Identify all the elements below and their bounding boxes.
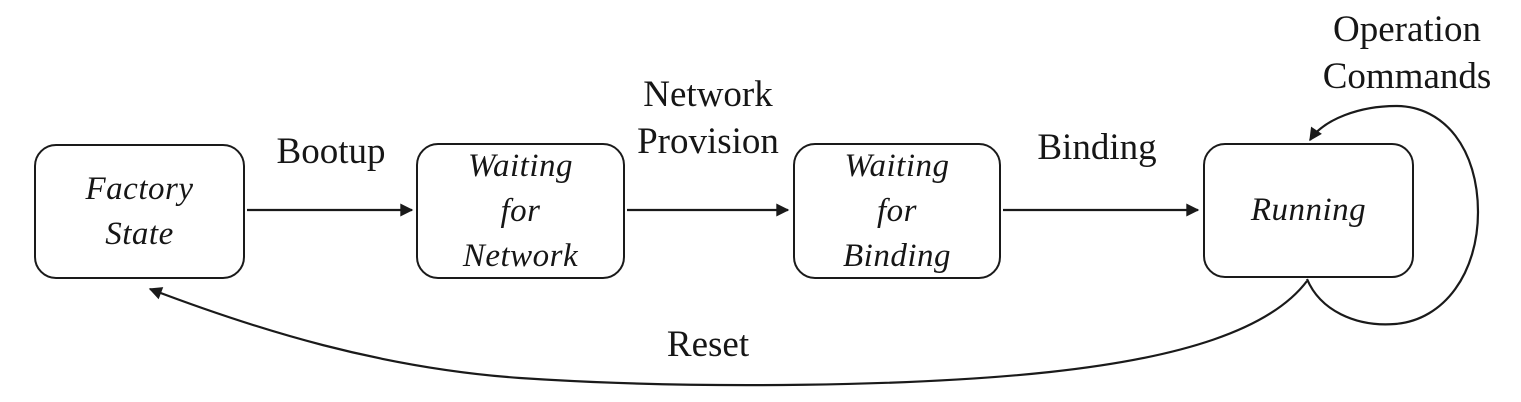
- state-label-line: Waiting: [468, 147, 573, 184]
- state-label-line: for: [876, 192, 917, 229]
- state-label-line: for: [500, 192, 541, 229]
- transition-label-line: Operation: [1333, 9, 1481, 50]
- state-waiting-for-network: Waiting for Network: [416, 143, 625, 279]
- transition-label-binding: Binding: [1037, 127, 1157, 168]
- arrow-reset: [148, 280, 1308, 387]
- transition-label-line: Provision: [637, 121, 779, 162]
- state-label-line: Running: [1250, 192, 1367, 228]
- transition-label-line: Commands: [1322, 56, 1492, 97]
- state-label-line: Binding: [843, 237, 951, 274]
- transition-label-bootup: Bootup: [276, 131, 386, 172]
- state-waiting-for-binding: Waiting for Binding: [793, 143, 1001, 279]
- transition-label-operation-commands: Operation Commands: [1282, 6, 1521, 100]
- arrow-operation-commands-self-loop: [1305, 104, 1480, 326]
- state-factory-state: Factory State: [34, 144, 245, 279]
- state-running: Running: [1203, 143, 1414, 278]
- state-label-line: Waiting: [844, 147, 950, 184]
- transition-label-line: Network: [643, 74, 773, 115]
- state-label-line: State: [105, 215, 174, 252]
- state-label-line: Network: [462, 237, 579, 274]
- transition-label-reset: Reset: [666, 324, 750, 365]
- transition-label-network-provision: Network Provision: [603, 71, 813, 165]
- state-label-line: Factory: [85, 170, 194, 207]
